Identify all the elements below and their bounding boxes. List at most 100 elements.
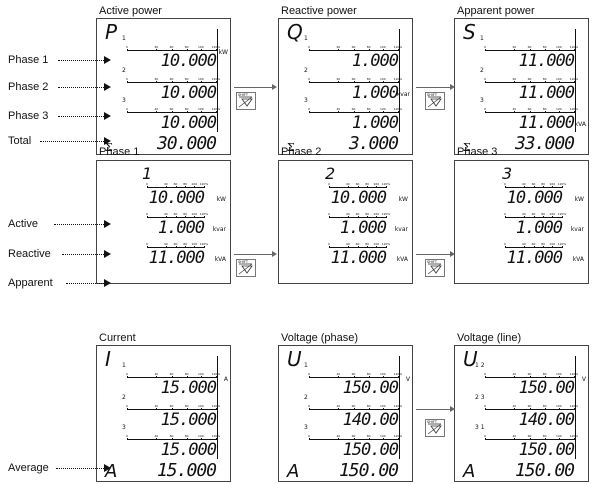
display-vertical-line xyxy=(398,29,400,132)
bar-tick-label: 0 xyxy=(126,45,128,49)
bar-tick xyxy=(347,246,349,248)
panel-title: Phase 2 xyxy=(281,146,322,158)
bar-tick-label: 100 xyxy=(555,45,562,49)
bar-tick xyxy=(329,186,330,188)
panel-title: Active power xyxy=(99,5,162,17)
arrow-head xyxy=(104,56,111,64)
bar-tick-label: 120% xyxy=(557,242,567,246)
total-value: 3.000 xyxy=(348,133,399,154)
bar-tick xyxy=(529,376,531,378)
bar-tick xyxy=(505,186,506,188)
bottom-symbol: A xyxy=(463,461,476,482)
bar-tick xyxy=(194,216,196,218)
lcd-value: 150.00 xyxy=(342,440,399,460)
dotted-pointer xyxy=(56,468,104,469)
bar-tick-label: 80 xyxy=(184,434,189,438)
bar-tick xyxy=(309,376,310,378)
measurement-symbol: Q xyxy=(287,20,303,44)
dotted-pointer xyxy=(58,87,104,88)
arrow-head xyxy=(104,279,111,287)
arrow-head xyxy=(450,84,455,90)
bar-tick-label: 0 xyxy=(308,77,310,81)
bar-tick-label: 100 xyxy=(373,212,380,216)
bar-tick xyxy=(398,111,399,113)
bar-tick xyxy=(309,111,310,113)
bar-tick-label: 80 xyxy=(183,182,188,186)
arrow-line xyxy=(416,254,452,255)
lcd-value: 15.000 xyxy=(160,440,217,460)
bar-tick-label: 100 xyxy=(379,372,386,376)
bar-tick xyxy=(544,438,546,440)
bar-tick xyxy=(186,438,188,440)
bar-tick-label: 0 xyxy=(484,77,486,81)
bar-tick xyxy=(200,408,202,410)
measurement-symbol: 2 xyxy=(325,164,336,183)
bar-tick xyxy=(353,438,355,440)
unit-label: kVA xyxy=(574,121,586,128)
bar-tick-label: 40 xyxy=(521,182,526,186)
bar-tick xyxy=(171,438,173,440)
bar-tick xyxy=(309,81,310,83)
bar-tick-label: 120% xyxy=(569,77,579,81)
bar-tick xyxy=(574,81,575,83)
bar-tick-label: 40 xyxy=(521,212,526,216)
dotted-pointer xyxy=(58,116,104,117)
bar-tick xyxy=(156,438,158,440)
bar-tick xyxy=(156,81,158,83)
bar-tick xyxy=(367,246,369,248)
bar-tick-label: 0 xyxy=(308,434,310,438)
measurement-symbol: 1 xyxy=(142,164,153,183)
bar-tick xyxy=(185,186,187,188)
bar-tick xyxy=(171,408,173,410)
bar-tick xyxy=(353,49,355,51)
bar-tick-label: 40 xyxy=(345,242,350,246)
bar-tick-label: 60 xyxy=(169,45,174,49)
phase-row-label: 2 xyxy=(304,394,308,401)
bar-tick-label: 60 xyxy=(527,372,532,376)
bar-tick xyxy=(353,408,355,410)
bar-tick-label: 60 xyxy=(351,404,356,408)
bar-tick-label: 0 xyxy=(504,242,506,246)
bottom-symbol: Σ xyxy=(105,141,113,154)
lcd-value: 11.000 xyxy=(330,248,387,268)
bar-tick xyxy=(200,438,202,440)
bar-tick xyxy=(544,111,546,113)
bar-tick-label: 120% xyxy=(381,242,391,246)
unit-label: kW xyxy=(216,196,226,203)
bar-tick xyxy=(127,438,128,440)
phase-row-label: 1 xyxy=(122,362,126,369)
bar-tick-label: 120% xyxy=(569,45,579,49)
bar-tick-label: 100 xyxy=(555,404,562,408)
bar-tick xyxy=(558,438,560,440)
bar-tick-label: 40 xyxy=(512,77,517,81)
bar-tick-label: 120% xyxy=(557,212,567,216)
bar-tick xyxy=(558,408,560,410)
bar-tick xyxy=(353,81,355,83)
bar-tick-label: 0 xyxy=(146,212,148,216)
bar-tick-label: 120% xyxy=(569,434,579,438)
side-label: Phase 3 xyxy=(8,110,49,122)
bar-tick xyxy=(562,246,563,248)
lcd-value: 1.000 xyxy=(515,218,563,238)
bar-tick-label: 40 xyxy=(336,77,341,81)
bar-tick xyxy=(147,186,148,188)
lcd-value: 1.000 xyxy=(351,83,399,103)
bar-tick-label: 0 xyxy=(308,45,310,49)
bar-tick-label: 100 xyxy=(197,434,204,438)
bar-tick-label: 60 xyxy=(169,372,174,376)
bar-tick xyxy=(514,438,516,440)
panel-title: Apparent power xyxy=(457,5,535,17)
bar-tick xyxy=(171,81,173,83)
bar-tick xyxy=(329,216,330,218)
bar-tick xyxy=(552,216,554,218)
bar-tick xyxy=(368,111,370,113)
bar-tick xyxy=(165,216,167,218)
bar-tick-label: 40 xyxy=(154,434,159,438)
shift-key-label: SHIFT xyxy=(427,260,437,264)
phase-row-label: 3 xyxy=(304,424,308,431)
